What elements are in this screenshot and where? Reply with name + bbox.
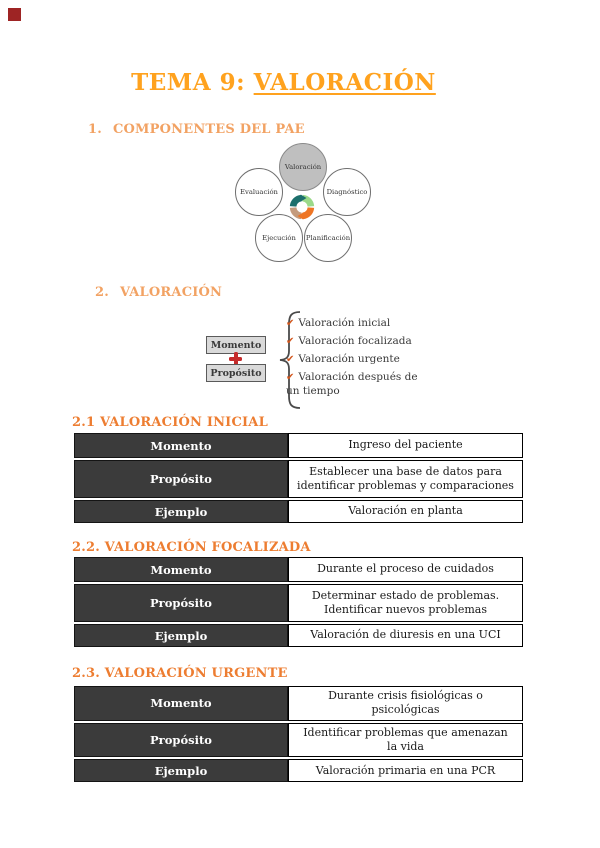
table-valoracion-focalizada: Momento Durante el proceso de cuidados P… — [74, 557, 523, 649]
table-value-cell: Ingreso del paciente — [288, 433, 523, 458]
table-label-cell: Momento — [74, 686, 288, 721]
table-label-cell: Momento — [74, 433, 288, 458]
table-row: Momento Ingreso del paciente — [74, 433, 523, 458]
circle-diagnostico: Diagnóstico — [323, 168, 371, 216]
heading-valoracion: 2. VALORACIÓN — [95, 285, 222, 300]
heading-text: VALORACIÓN — [119, 285, 223, 300]
table-row: Propósito Identificar problemas que amen… — [74, 722, 523, 758]
table-label-cell: Propósito — [74, 584, 288, 622]
table-row: Ejemplo Valoración de diuresis en una UC… — [74, 624, 523, 647]
pae-diagram: Valoración Evaluación Diagnóstico Ejecuc… — [225, 142, 380, 267]
table-value-cell: Durante crisis fisiológicas o psicológic… — [288, 686, 523, 721]
checklist-item-label: Valoración urgente — [298, 353, 400, 366]
table-value-cell: Durante el proceso de cuidados — [288, 557, 523, 582]
proposito-box: Propósito — [206, 364, 266, 382]
table-row: Momento Durante crisis fisiológicas o ps… — [74, 686, 523, 721]
checklist-item: ✔Valoración después de un tiempo — [286, 371, 428, 398]
check-icon: ✔ — [286, 336, 295, 348]
title-prefix: TEMA 9: — [131, 69, 254, 96]
circle-planificacion: Planificación — [304, 214, 352, 262]
checklist-item: ✔Valoración urgente — [286, 353, 428, 367]
circle-evaluacion: Evaluación — [235, 168, 283, 216]
table-label-cell: Propósito — [74, 460, 288, 498]
table-value-cell: Identificar problemas que amenazan la vi… — [288, 722, 523, 758]
heading-number: 1. — [88, 122, 102, 137]
heading-valoracion-focalizada: 2.2. VALORACIÓN FOCALIZADA — [72, 540, 311, 555]
table-label-cell: Momento — [74, 557, 288, 582]
circle-valoracion: Valoración — [279, 143, 327, 191]
check-icon: ✔ — [286, 318, 295, 329]
checklist-item-label: Valoración después de un tiempo — [286, 371, 418, 398]
table-label-cell: Propósito — [74, 722, 288, 758]
heading-valoracion-inicial: 2.1 VALORACIÓN INICIAL — [72, 415, 268, 430]
checklist-item: ✔Valoración inicial — [286, 317, 428, 331]
table-value-cell: Determinar estado de problemas. Identifi… — [288, 584, 523, 622]
table-valoracion-urgente: Momento Durante crisis fisiológicas o ps… — [74, 686, 523, 784]
table-row: Propósito Establecer una base de datos p… — [74, 460, 523, 498]
checklist-item-label: Valoración inicial — [298, 317, 391, 329]
table-row: Propósito Determinar estado de problemas… — [74, 584, 523, 622]
table-row: Momento Durante el proceso de cuidados — [74, 557, 523, 582]
momento-proposito-diagram: Momento Propósito ✔Valoración inicial ✔V… — [200, 305, 440, 417]
table-value-cell: Valoración de diuresis en una UCI — [288, 624, 523, 647]
heading-number: 2. — [95, 285, 109, 300]
page-title: TEMA 9: VALORACIÓN — [0, 69, 567, 96]
red-square-marker — [8, 8, 21, 21]
curly-brace — [279, 311, 301, 409]
table-valoracion-inicial: Momento Ingreso del paciente Propósito E… — [74, 433, 523, 525]
table-value-cell: Valoración en planta — [288, 500, 523, 523]
circle-ejecucion: Ejecución — [255, 214, 303, 262]
plus-icon — [229, 352, 242, 365]
table-label-cell: Ejemplo — [74, 500, 288, 523]
table-row: Ejemplo Valoración en planta — [74, 500, 523, 523]
heading-componentes-del-pae: 1. COMPONENTES DEL PAE — [88, 122, 305, 137]
heading-text: COMPONENTES DEL PAE — [112, 122, 305, 137]
table-value-cell: Valoración primaria en una PCR — [288, 759, 523, 783]
table-value-cell: Establecer una base de datos para identi… — [288, 460, 523, 498]
table-row: Ejemplo Valoración primaria en una PCR — [74, 759, 523, 783]
valoracion-checklist: ✔Valoración inicial ✔Valoración focaliza… — [286, 317, 428, 403]
cycle-arrows-icon — [289, 194, 315, 220]
title-underlined-word: VALORACIÓN — [253, 69, 436, 96]
check-icon: ✔ — [286, 372, 295, 384]
check-icon: ✔ — [286, 354, 295, 366]
checklist-item: ✔Valoración focalizada — [286, 335, 428, 349]
heading-valoracion-urgente: 2.3. VALORACIÓN URGENTE — [72, 666, 288, 681]
table-label-cell: Ejemplo — [74, 624, 288, 647]
checklist-item-label: Valoración focalizada — [298, 335, 412, 348]
table-label-cell: Ejemplo — [74, 759, 288, 783]
